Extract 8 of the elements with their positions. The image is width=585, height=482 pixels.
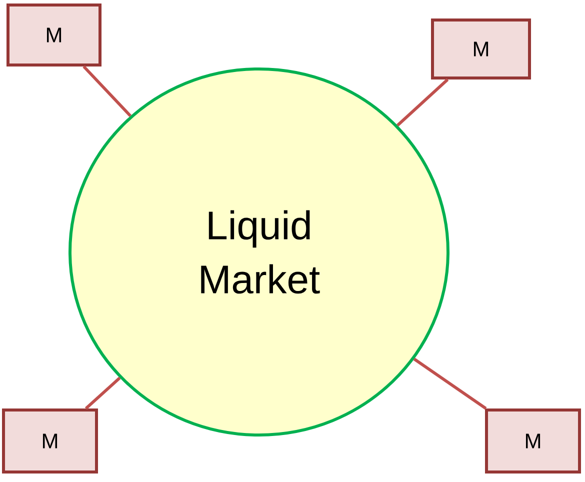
connector-line	[413, 358, 487, 410]
participant-box: M	[6, 4, 102, 66]
connector-line	[396, 78, 449, 126]
connector-line	[84, 376, 121, 410]
participant-box: M	[485, 408, 581, 474]
participant-box: M	[431, 18, 531, 80]
participant-box: M	[2, 408, 98, 474]
connector-line	[82, 65, 132, 117]
